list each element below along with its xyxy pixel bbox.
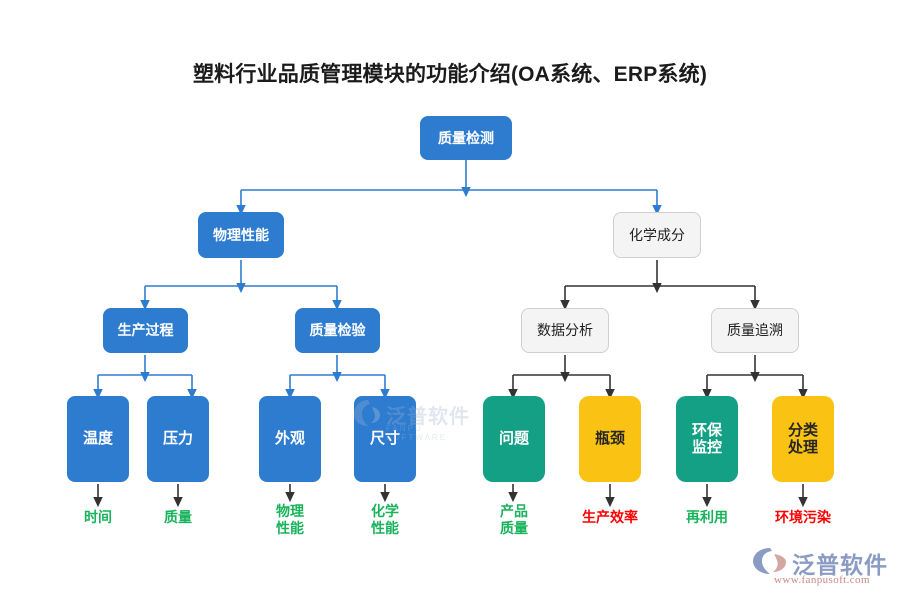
node-quality-check[interactable]: 质量检验 — [295, 308, 380, 353]
node-data-analysis[interactable]: 数据分析 — [521, 308, 609, 353]
logo-company-name: 泛普软件 — [792, 552, 888, 578]
node-dimension[interactable]: 尺寸 — [354, 396, 416, 482]
edges-analysis-to-leaves — [508, 355, 615, 400]
edges-boxes-to-leaf-labels — [93, 484, 808, 508]
logo-mark-icon — [753, 548, 786, 574]
brand-logo: 泛普软件 www.fanpusoft.com — [752, 546, 892, 592]
leaf-label-quality: 质量 — [164, 509, 192, 525]
node-appearance[interactable]: 外观 — [259, 396, 321, 482]
leaf-label-time: 时间 — [84, 509, 112, 525]
edges-physical-to-level3 — [140, 260, 342, 311]
leaf-label-product-quality: 产品 质量 — [500, 503, 528, 536]
edges-inspection-to-leaves — [285, 355, 390, 400]
edges-chemical-to-level3 — [560, 260, 760, 311]
node-pressure[interactable]: 压力 — [147, 396, 209, 482]
node-classification-handling[interactable]: 分类 处理 — [772, 396, 834, 482]
logo-url: www.fanpusoft.com — [774, 574, 870, 586]
leaf-label-environmental-pollution: 环境污染 — [775, 509, 831, 525]
node-root-quality-inspection[interactable]: 质量检测 — [420, 116, 512, 160]
node-production-process[interactable]: 生产过程 — [103, 308, 188, 353]
node-problem[interactable]: 问题 — [483, 396, 545, 482]
node-chemical-composition[interactable]: 化学成分 — [613, 212, 701, 258]
node-temperature[interactable]: 温度 — [67, 396, 129, 482]
node-environmental-monitoring[interactable]: 环保 监控 — [676, 396, 738, 482]
node-physical-properties[interactable]: 物理性能 — [198, 212, 284, 258]
leaf-label-production-efficiency: 生产效率 — [582, 509, 638, 525]
edges-trace-to-leaves — [702, 355, 808, 400]
node-bottleneck[interactable]: 瓶颈 — [579, 396, 641, 482]
leaf-label-physical-property: 物理 性能 — [276, 503, 304, 536]
leaf-label-chemical-property: 化学 性能 — [371, 503, 399, 536]
leaf-label-reuse: 再利用 — [686, 509, 728, 525]
edges-root-to-level2 — [236, 160, 662, 216]
page-title: 塑料行业品质管理模块的功能介绍(OA系统、ERP系统) — [192, 63, 708, 86]
edges-production-to-leaves — [93, 355, 197, 400]
node-quality-trace[interactable]: 质量追溯 — [711, 308, 799, 353]
